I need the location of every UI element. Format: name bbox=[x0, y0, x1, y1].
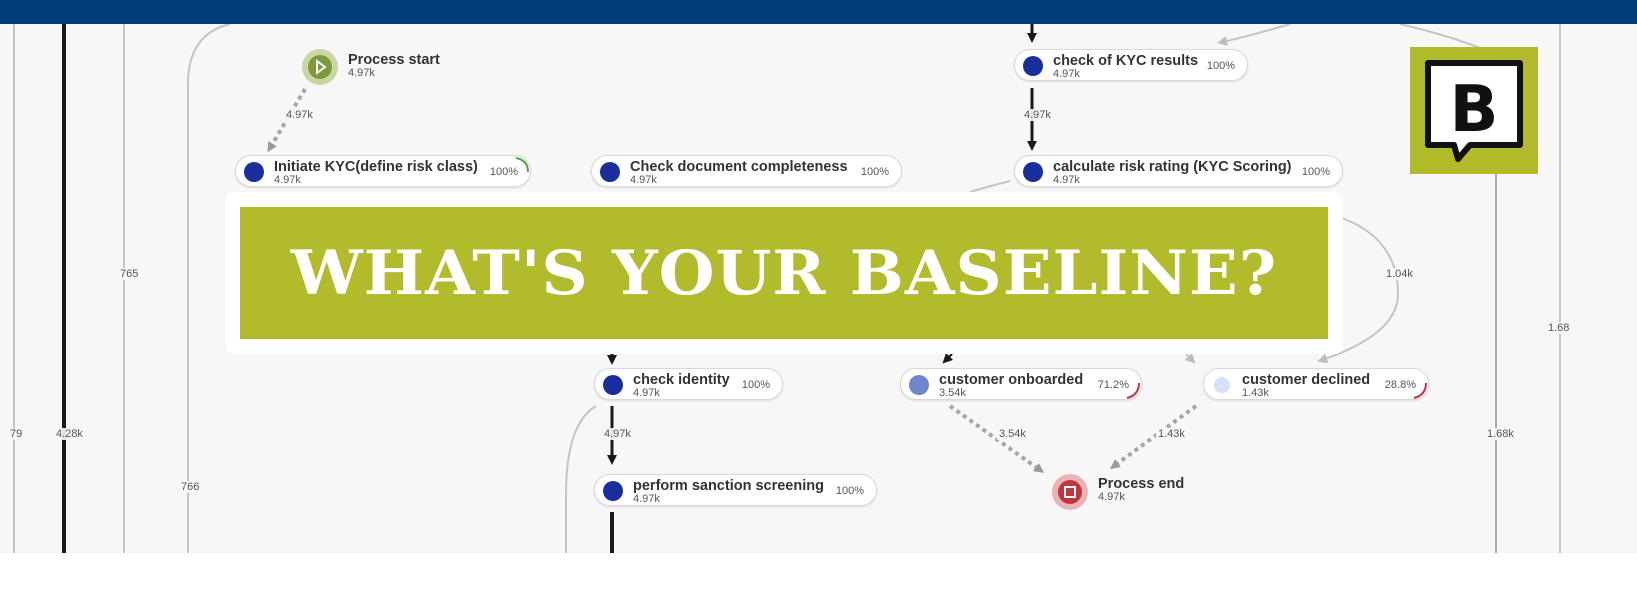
activity-dot-icon bbox=[1023, 56, 1043, 76]
edge-into-declined bbox=[1184, 352, 1196, 364]
activity-customer-declined[interactable]: customer declined 1.43k 28.8% bbox=[1203, 368, 1429, 400]
activity-dot-icon bbox=[603, 375, 623, 395]
edge-1-04k bbox=[1317, 217, 1400, 364]
activity-name: check identity bbox=[633, 372, 730, 388]
progress-arc-icon bbox=[515, 157, 529, 173]
activity-count: 3.54k bbox=[939, 387, 966, 399]
process-start-icon[interactable] bbox=[301, 48, 339, 86]
baseline-banner: WHAT'S YOUR BASELINE? bbox=[240, 207, 1328, 339]
edge-label-1-68: 1.68 bbox=[1546, 322, 1572, 334]
banner-headline: WHAT'S YOUR BASELINE? bbox=[290, 237, 1278, 309]
edge-onboarded-to-end bbox=[948, 404, 1045, 473]
speech-bubble-logo-icon: B bbox=[1425, 60, 1523, 162]
activity-percent: 100% bbox=[1301, 166, 1330, 178]
edge-766 bbox=[187, 24, 231, 553]
activity-count: 4.97k bbox=[633, 493, 660, 505]
activity-customer-onboarded[interactable]: customer onboarded 3.54k 71.2% bbox=[900, 368, 1142, 400]
edge-label-identity-to-sanction: 4.97k bbox=[602, 428, 633, 440]
activity-check-kyc-results[interactable]: check of KYC results 4.97k 100% bbox=[1014, 49, 1248, 81]
activity-count: 4.97k bbox=[1053, 68, 1080, 80]
activity-count: 4.97k bbox=[630, 174, 657, 186]
edge-top-right-in bbox=[1217, 24, 1291, 46]
activity-count: 1.43k bbox=[1242, 387, 1269, 399]
process-end-label: Process end bbox=[1098, 476, 1185, 492]
activity-percent: 100% bbox=[1206, 60, 1235, 72]
activity-dot-icon bbox=[244, 162, 264, 182]
activity-dot-icon bbox=[600, 162, 620, 182]
activity-name: customer declined bbox=[1242, 372, 1371, 388]
activity-percent: 100% bbox=[489, 166, 518, 178]
process-end-count: 4.97k bbox=[1098, 491, 1125, 503]
logo-letter: B bbox=[1450, 73, 1499, 147]
activity-initiate-kyc[interactable]: Initiate KYC(define risk class) 4.97k 10… bbox=[235, 155, 531, 187]
edge-label-1-68k: 1.68k bbox=[1485, 428, 1516, 440]
activity-dot-icon bbox=[603, 481, 623, 501]
process-start-label: Process start bbox=[348, 52, 440, 68]
edge-label-1-04k: 1.04k bbox=[1384, 268, 1415, 280]
activity-name: calculate risk rating (KYC Scoring) bbox=[1053, 159, 1292, 175]
top-bar bbox=[0, 0, 1637, 24]
edge-label-79: 79 bbox=[8, 428, 25, 440]
activity-percent: 28.8% bbox=[1384, 379, 1416, 391]
edge-identity-out bbox=[565, 405, 597, 553]
activity-name: Initiate KYC(define risk class) bbox=[274, 159, 478, 175]
activity-dot-icon bbox=[1214, 377, 1230, 393]
activity-name: customer onboarded bbox=[939, 372, 1084, 388]
progress-arc-icon bbox=[1413, 382, 1427, 399]
edge-label-765: 765 bbox=[118, 268, 141, 280]
activity-percent: 71.2% bbox=[1097, 379, 1129, 391]
activity-name: perform sanction screening bbox=[633, 478, 824, 494]
activity-count: 4.97k bbox=[274, 174, 301, 186]
process-end-icon[interactable] bbox=[1051, 473, 1089, 511]
activity-calculate-risk-rating[interactable]: calculate risk rating (KYC Scoring) 4.97… bbox=[1014, 155, 1343, 187]
brand-logo: B bbox=[1410, 47, 1538, 174]
edge-label-766: 766 bbox=[179, 481, 202, 493]
activity-count: 4.97k bbox=[633, 387, 660, 399]
activity-dot-icon bbox=[909, 375, 929, 395]
activity-dot-icon bbox=[1023, 162, 1043, 182]
edge-declined-to-end bbox=[1109, 404, 1198, 469]
edge-label-onboarded-to-end: 3.54k bbox=[997, 428, 1028, 440]
process-map-canvas[interactable]: Process start 4.97k Process end 4.97k ch… bbox=[0, 24, 1637, 553]
process-start-count: 4.97k bbox=[348, 67, 375, 79]
activity-percent: 100% bbox=[835, 485, 864, 497]
activity-name: check of KYC results bbox=[1053, 53, 1199, 69]
progress-arc-icon bbox=[1126, 382, 1140, 399]
edge-label-declined-to-end: 1.43k bbox=[1156, 428, 1187, 440]
activity-percent: 100% bbox=[860, 166, 889, 178]
edge-rating-out bbox=[969, 180, 1011, 193]
process-edges bbox=[13, 24, 1561, 553]
edge-top-right-out bbox=[1399, 24, 1481, 49]
activity-check-document-completeness[interactable]: Check document completeness 4.97k 100% bbox=[591, 155, 902, 187]
activity-percent: 100% bbox=[741, 379, 770, 391]
edge-label-start-to-kyc: 4.97k bbox=[284, 109, 315, 121]
activity-perform-sanction-screening[interactable]: perform sanction screening 4.97k 100% bbox=[594, 474, 877, 506]
activity-name: Check document completeness bbox=[630, 159, 848, 175]
activity-check-identity[interactable]: check identity 4.97k 100% bbox=[594, 368, 783, 400]
edge-into-onboarded bbox=[942, 352, 954, 364]
activity-count: 4.97k bbox=[1053, 174, 1080, 186]
edge-label-results-to-rating: 4.97k bbox=[1022, 109, 1053, 121]
edge-label-4-28k: 4.28k bbox=[54, 428, 85, 440]
